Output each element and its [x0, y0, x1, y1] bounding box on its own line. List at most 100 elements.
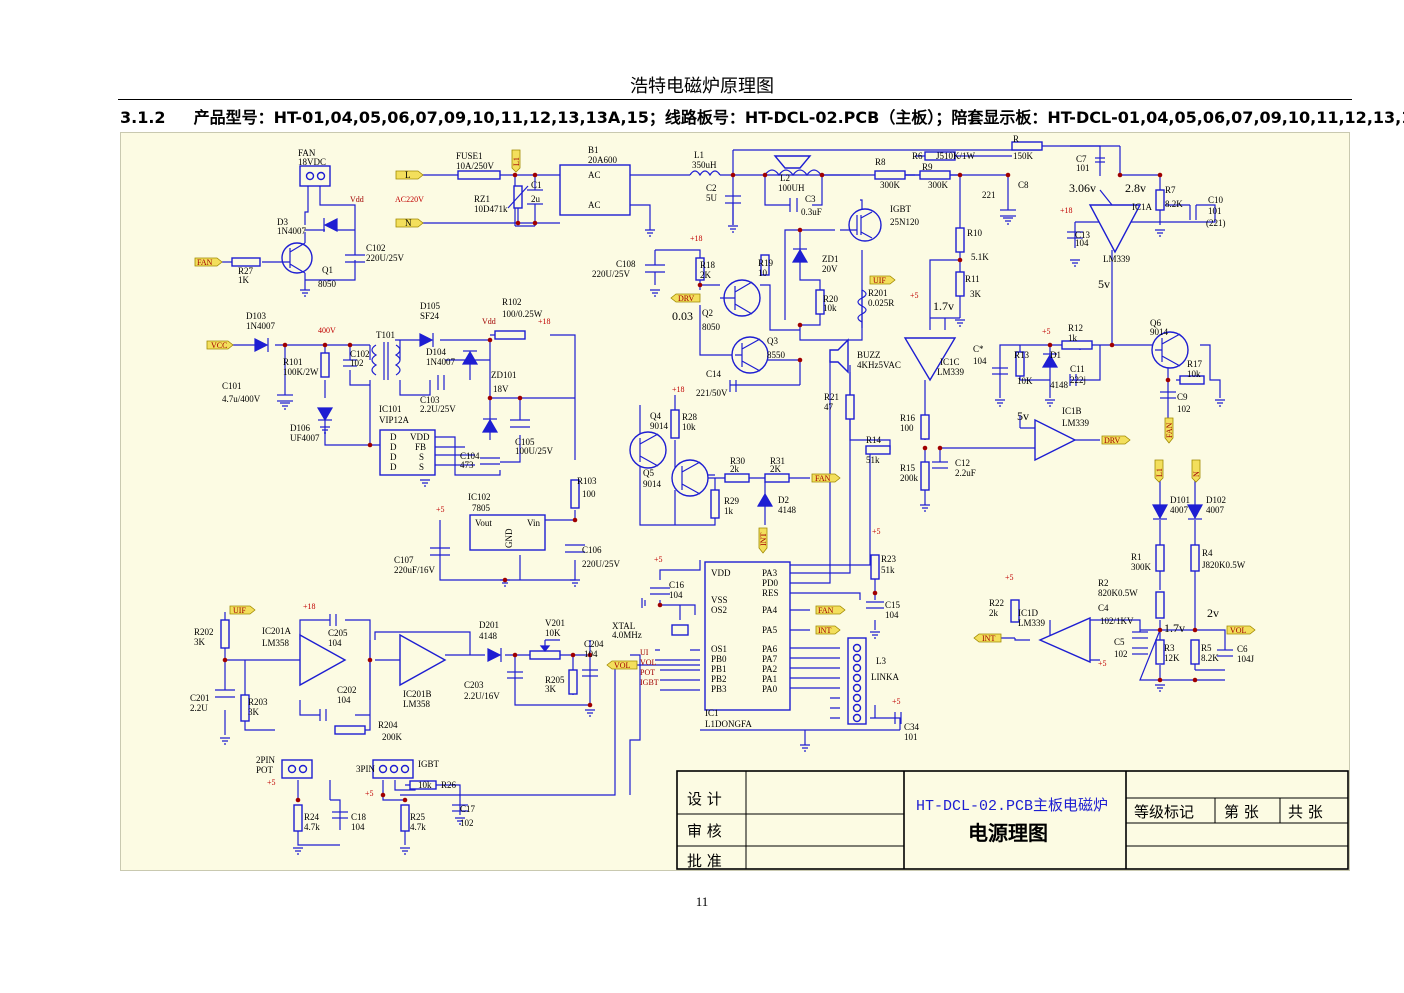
ic201a-opamp	[299, 633, 347, 687]
svg-text:BUZZ: BUZZ	[857, 350, 881, 360]
svg-text:221/50V: 221/50V	[696, 388, 728, 398]
ground-icon	[995, 399, 1005, 407]
svg-text:D: D	[390, 432, 397, 442]
net-l1-1: L1	[512, 157, 521, 166]
svg-text:R4: R4	[1202, 548, 1213, 558]
header-rule	[118, 99, 1352, 100]
r204-resistor	[334, 725, 366, 735]
svg-text:RZ1: RZ1	[474, 194, 490, 204]
svg-text:4007: 4007	[1170, 505, 1189, 515]
r27-resistor	[231, 257, 261, 267]
net-p5-7: +5	[1005, 573, 1014, 582]
tb-review: 审 核	[687, 822, 722, 840]
svg-text:2K: 2K	[700, 270, 712, 280]
svg-text:PB1: PB1	[711, 664, 727, 674]
svg-text:R13: R13	[1014, 350, 1030, 360]
svg-text:PA2: PA2	[762, 664, 777, 674]
svg-text:220uF/16V: 220uF/16V	[394, 565, 436, 575]
svg-text:L2: L2	[780, 173, 790, 183]
ground-icon	[585, 709, 595, 717]
ground-icon	[1003, 217, 1013, 225]
svg-text:S: S	[419, 452, 424, 462]
svg-text:2k: 2k	[989, 608, 999, 618]
junctions	[222, 172, 1198, 803]
svg-text:IC201A: IC201A	[262, 626, 292, 636]
net-uif-2: UIF	[233, 606, 246, 615]
net-l1-2: L1	[1155, 468, 1164, 477]
svg-text:C8: C8	[1018, 180, 1029, 190]
r8-resistor	[874, 170, 906, 180]
svg-text:FAN: FAN	[298, 148, 316, 158]
net-p5-5: +5	[872, 527, 881, 536]
svg-text:FUSE1: FUSE1	[456, 151, 483, 161]
r26-resistor	[409, 780, 437, 790]
svg-text:C105: C105	[515, 437, 535, 447]
voltage-5a: 5v	[1098, 277, 1110, 291]
svg-text:102: 102	[1114, 649, 1128, 659]
svg-text:XTAL: XTAL	[612, 621, 635, 631]
svg-text:5U: 5U	[706, 193, 718, 203]
svg-text:104: 104	[351, 822, 365, 832]
svg-text:Q4: Q4	[650, 411, 661, 421]
svg-text:L1: L1	[694, 150, 704, 160]
ic1c-comparator	[903, 337, 957, 382]
svg-text:D101: D101	[1170, 495, 1190, 505]
r17-resistor	[1179, 375, 1205, 385]
svg-text:Q2: Q2	[702, 308, 713, 318]
svg-text:VDD: VDD	[711, 568, 731, 578]
svg-text:104: 104	[584, 649, 598, 659]
svg-text:300K: 300K	[880, 180, 901, 190]
svg-text:R2: R2	[1098, 578, 1109, 588]
r16-resistor	[920, 414, 930, 440]
svg-text:J820K0.5W: J820K0.5W	[1202, 560, 1246, 570]
schematic-sheet	[120, 132, 1350, 871]
svg-text:10K: 10K	[545, 628, 561, 638]
svg-text:IGBT: IGBT	[418, 759, 439, 769]
svg-text:POT: POT	[256, 765, 274, 775]
svg-text:104: 104	[973, 356, 987, 366]
l1-inductor-icon	[689, 170, 721, 177]
svg-text:V201: V201	[545, 618, 565, 628]
svg-text:D103: D103	[246, 311, 266, 321]
net-p5-9: +5	[267, 778, 276, 787]
t101-transformer-icon	[371, 344, 401, 376]
svg-text:R101: R101	[283, 357, 303, 367]
r11-resistor	[955, 271, 965, 297]
tb-design: 设 计	[687, 790, 722, 808]
svg-text:D102: D102	[1206, 495, 1226, 505]
svg-text:1K: 1K	[238, 275, 250, 285]
svg-text:PA7: PA7	[762, 654, 778, 664]
svg-text:OS1: OS1	[711, 644, 727, 654]
net-p5-3: +5	[436, 505, 445, 514]
svg-text:Vin: Vin	[527, 518, 540, 528]
d103-diode-icon	[254, 338, 269, 352]
net-p5-6: +5	[892, 697, 901, 706]
svg-text:R102: R102	[502, 297, 522, 307]
net-400v: 400V	[318, 326, 336, 335]
section-heading: 3.1.2 产品型号：HT-01,04,05,06,07,09,10,11,12,…	[120, 104, 1404, 128]
svg-text:C104: C104	[460, 451, 480, 461]
ground-icon	[570, 579, 580, 587]
svg-text:47: 47	[824, 402, 834, 412]
svg-text:PA0: PA0	[762, 684, 778, 694]
svg-text:Q1: Q1	[322, 265, 333, 275]
svg-text:222j: 222j	[1070, 375, 1086, 385]
svg-text:C6: C6	[1237, 644, 1248, 654]
svg-text:473: 473	[460, 460, 474, 470]
net-uif-1: UIF	[873, 276, 886, 285]
svg-text:Q5: Q5	[643, 468, 654, 478]
svg-text:AC: AC	[588, 200, 601, 210]
svg-text:20V: 20V	[822, 264, 838, 274]
section-number: 3.1.2	[120, 108, 166, 127]
ground-icon	[1045, 399, 1055, 407]
svg-text:C1: C1	[531, 180, 542, 190]
v201-potentiometer	[529, 650, 561, 660]
svg-text:LM339: LM339	[1018, 618, 1046, 628]
svg-text:C107: C107	[394, 555, 414, 565]
section-text: 产品型号：HT-01,04,05,06,07,09,10,11,12,13,13…	[193, 108, 1404, 127]
svg-text:R21: R21	[824, 392, 839, 402]
svg-text:PB0: PB0	[711, 654, 727, 664]
page-number: 11	[695, 894, 709, 909]
svg-text:R23: R23	[881, 554, 897, 564]
svg-text:C12: C12	[955, 458, 970, 468]
